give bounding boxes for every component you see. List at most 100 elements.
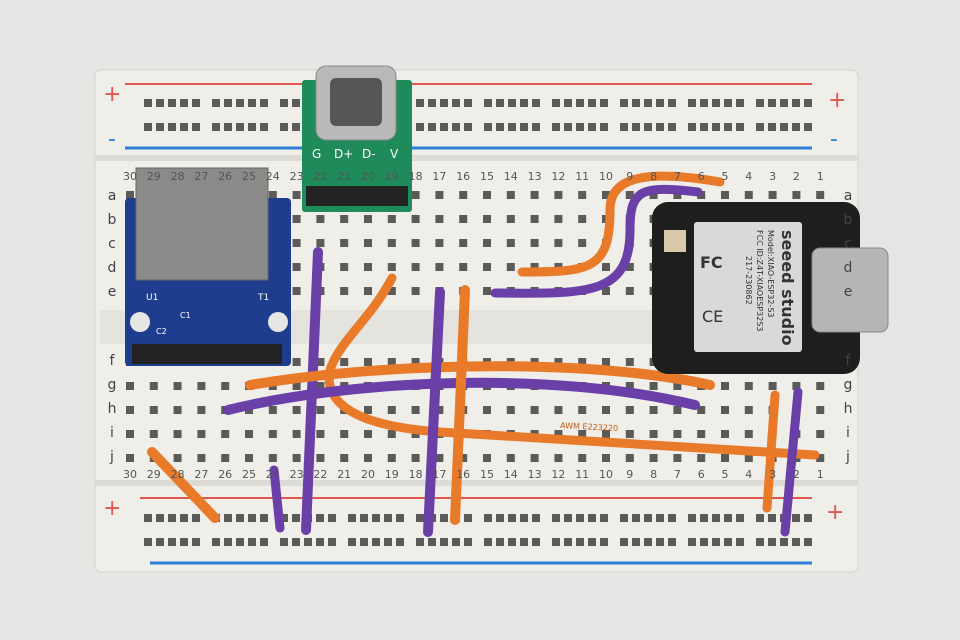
breadboard-hole bbox=[532, 99, 540, 107]
column-number: 15 bbox=[480, 468, 494, 481]
breadboard-hole bbox=[724, 99, 732, 107]
breadboard-hole bbox=[780, 538, 788, 546]
breadboard-hole bbox=[576, 99, 584, 107]
breadboard-hole bbox=[372, 514, 380, 522]
breadboard-hole bbox=[625, 406, 634, 414]
breadboard-hole bbox=[688, 538, 696, 546]
breadboard-hole bbox=[768, 123, 776, 131]
column-number: 15 bbox=[480, 170, 494, 183]
breadboard-hole bbox=[532, 514, 540, 522]
breadboard-hole bbox=[411, 287, 420, 295]
breadboard-hole bbox=[316, 454, 325, 462]
breadboard-hole bbox=[149, 406, 158, 414]
pin-label-v: V bbox=[390, 147, 399, 161]
breadboard-hole bbox=[384, 514, 392, 522]
column-number: 29 bbox=[147, 468, 161, 481]
breadboard-hole bbox=[464, 99, 472, 107]
xiao-cert-number: 217-230862 bbox=[744, 256, 753, 305]
column-number: 21 bbox=[337, 170, 351, 183]
breadboard-hole bbox=[520, 514, 528, 522]
breadboard-hole bbox=[816, 406, 825, 414]
breadboard-hole bbox=[564, 123, 572, 131]
row-letter: h bbox=[108, 401, 117, 417]
breadboard-hole bbox=[149, 430, 158, 438]
breadboard-hole bbox=[192, 123, 200, 131]
row-letter: h bbox=[844, 401, 853, 417]
fc-mark: FC bbox=[700, 253, 723, 272]
wire-print-text: AWM E223220 bbox=[560, 421, 618, 433]
breadboard-hole bbox=[721, 191, 729, 199]
breadboard-hole bbox=[411, 239, 420, 247]
breadboard-hole bbox=[173, 430, 182, 438]
breadboard-hole bbox=[700, 514, 708, 522]
breadboard-hole bbox=[245, 454, 253, 462]
column-number: 22 bbox=[313, 468, 327, 481]
column-number: 7 bbox=[674, 468, 681, 481]
breadboard-hole bbox=[744, 191, 753, 199]
breadboard-hole bbox=[236, 514, 244, 522]
breadboard-hole bbox=[180, 123, 188, 131]
breadboard-hole bbox=[506, 239, 515, 247]
breadboard-hole bbox=[620, 538, 628, 546]
breadboard-hole bbox=[668, 99, 676, 107]
breadboard-hole bbox=[697, 454, 706, 462]
sd-card-slot bbox=[135, 167, 269, 281]
row-letter: b bbox=[108, 212, 117, 228]
breadboard-hole bbox=[554, 454, 563, 462]
breadboard-hole bbox=[387, 263, 396, 271]
sd-pin-header bbox=[132, 344, 282, 364]
breadboard-hole bbox=[625, 454, 634, 462]
breadboard-hole bbox=[578, 215, 587, 223]
breadboard-hole bbox=[530, 239, 539, 247]
breadboard-hole bbox=[554, 239, 563, 247]
breadboard-hole bbox=[602, 191, 610, 199]
breadboard-hole bbox=[688, 514, 696, 522]
breadboard-hole bbox=[625, 358, 634, 366]
breadboard-hole bbox=[530, 191, 539, 199]
breadboard-hole bbox=[221, 454, 230, 462]
breadboard-hole bbox=[552, 538, 560, 546]
breadboard-hole bbox=[364, 215, 372, 223]
breadboard-hole bbox=[554, 358, 563, 366]
breadboard-hole bbox=[236, 99, 244, 107]
column-number: 21 bbox=[337, 468, 351, 481]
breadboard-hole bbox=[292, 191, 301, 199]
xiao-model: Model:XIAO-ESP32-S3 bbox=[766, 230, 775, 317]
breadboard-hole bbox=[816, 191, 825, 199]
breadboard-hole bbox=[192, 99, 200, 107]
breadboard-hole bbox=[173, 406, 182, 414]
breadboard-hole bbox=[212, 538, 220, 546]
breadboard-hole bbox=[792, 191, 801, 199]
column-number: 9 bbox=[626, 170, 633, 183]
breadboard-hole bbox=[440, 514, 448, 522]
column-number: 29 bbox=[147, 170, 161, 183]
breadboard-hole bbox=[736, 538, 744, 546]
xiao-fcc-id: FCC ID:Z4T-XIAOESP32S3 bbox=[755, 230, 764, 332]
sd-label-t1: T1 bbox=[257, 293, 269, 303]
breadboard-hole bbox=[292, 215, 301, 223]
row-letter: a bbox=[108, 188, 117, 204]
breadboard-hole bbox=[364, 287, 372, 295]
breadboard-hole bbox=[435, 239, 444, 247]
row-letter: a bbox=[844, 188, 853, 204]
orange-wire bbox=[450, 285, 470, 525]
column-number: 4 bbox=[745, 468, 752, 481]
breadboard-hole bbox=[292, 358, 301, 366]
column-number: 25 bbox=[242, 468, 256, 481]
breadboard-hole bbox=[387, 215, 396, 223]
breadboard-hole bbox=[292, 382, 301, 390]
breadboard-hole bbox=[520, 123, 528, 131]
breadboard-hole bbox=[360, 514, 368, 522]
breadboard-hole bbox=[508, 538, 516, 546]
breadboard-hole bbox=[756, 123, 764, 131]
breadboard-hole bbox=[578, 406, 587, 414]
breadboard-hole bbox=[340, 215, 349, 223]
breadboard-hole bbox=[532, 123, 540, 131]
column-number: 10 bbox=[599, 170, 613, 183]
breadboard-hole bbox=[673, 454, 682, 462]
breadboard-hole bbox=[428, 123, 436, 131]
breadboard-hole bbox=[245, 430, 253, 438]
column-number: 6 bbox=[698, 468, 705, 481]
column-number: 11 bbox=[575, 170, 589, 183]
breadboard-hole bbox=[552, 123, 560, 131]
